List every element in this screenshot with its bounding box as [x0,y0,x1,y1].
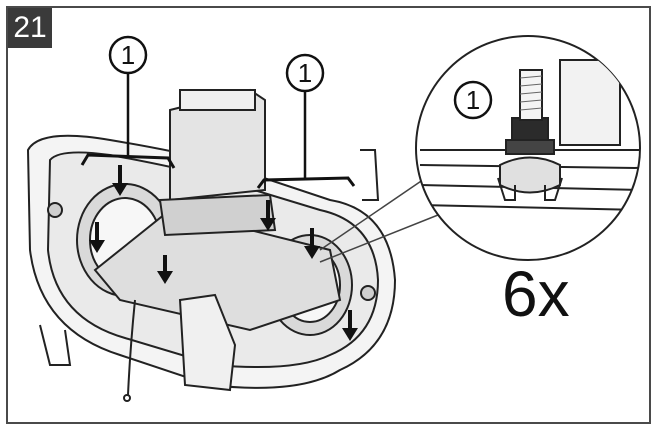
arrow-6 [342,310,358,341]
blower-housing [26,88,397,402]
arrow-2 [89,222,105,253]
callout-left: 1 [108,35,148,75]
callout-detail: 1 [453,80,493,120]
step-number-badge: 21 [8,8,52,48]
quantity-label: 6x [502,258,570,330]
bolt-arrows [89,165,358,341]
svg-text:1: 1 [466,85,480,115]
bolt-detail-view: 1 [415,35,641,261]
arrow-3 [157,255,173,284]
svg-text:1: 1 [121,40,135,70]
arrow-1 [112,165,128,196]
callout-leaders [126,72,307,179]
detail-zoom-lines [319,174,439,263]
callout-middle: 1 [285,53,325,93]
svg-text:1: 1 [298,58,312,88]
arrow-4 [260,200,276,231]
arrow-5 [304,228,320,259]
